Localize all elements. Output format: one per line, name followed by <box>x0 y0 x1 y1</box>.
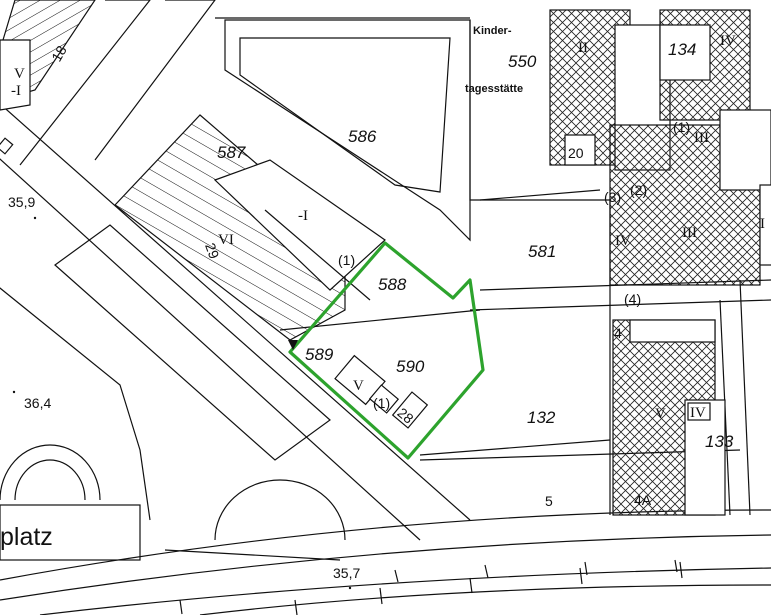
parcel-133: 133 <box>705 432 734 451</box>
building-20 <box>564 134 596 166</box>
plaza-circle-inner <box>14 459 86 501</box>
parcel-line <box>469 20 611 515</box>
house-number-20: 20 <box>568 145 584 161</box>
bottom-street <box>39 567 771 615</box>
median <box>54 224 331 461</box>
building-28-box <box>391 391 429 429</box>
parcel-587: 587 <box>217 143 246 162</box>
block-586-inner <box>239 37 451 193</box>
block-586 <box>224 19 471 242</box>
floor-iv-lower: IV <box>690 405 706 421</box>
parcel-134: 134 <box>668 40 696 59</box>
corner-box <box>0 137 14 155</box>
rail-tick <box>394 559 678 583</box>
highlight-parcel-boundary <box>288 241 485 460</box>
parcel-550: 550 <box>508 52 537 71</box>
floor-iii-a: III <box>694 130 709 146</box>
floor-iv-top: IV <box>720 33 736 49</box>
elevation-dot <box>33 216 37 220</box>
count-1-b: (1) <box>373 395 390 411</box>
building-134-inner <box>659 24 711 81</box>
parcel-line <box>419 439 611 456</box>
elevation-dot <box>348 586 352 590</box>
building-29-line <box>264 209 371 301</box>
bottom-street <box>199 584 771 615</box>
floor-ii: II <box>578 40 588 56</box>
count-3: (3) <box>604 189 621 205</box>
count-1-a: (1) <box>338 252 355 268</box>
floor-iv-mid: IV <box>615 233 631 249</box>
building-iv-box <box>687 402 711 421</box>
elevation-35-7: 35,7 <box>333 565 360 581</box>
plaza-curve <box>214 479 346 541</box>
floor-minus-i-mid: -I <box>298 208 308 224</box>
rail-tick <box>179 561 683 615</box>
street-edge <box>0 158 421 541</box>
parcel-line <box>469 299 771 311</box>
plaza-curve <box>164 549 341 561</box>
parcel-590: 590 <box>396 357 425 376</box>
marker-triangle <box>288 340 298 350</box>
label-tagesstaette: tagesstätte <box>465 83 523 95</box>
bottom-street <box>0 509 771 581</box>
parcel-line <box>479 189 601 201</box>
building-18-box <box>0 39 31 111</box>
elevation-dot <box>12 390 16 394</box>
floor-v-left: V <box>14 66 25 82</box>
floor-v-lower: V <box>655 406 666 422</box>
parcel-132: 132 <box>527 408 556 427</box>
floor-v-small: V <box>353 378 364 394</box>
floor-vi: VI <box>218 232 234 248</box>
count-2: (2) <box>630 182 647 198</box>
plaza-box <box>0 504 141 561</box>
house-number-4: 4 <box>614 325 622 341</box>
building-white <box>719 109 771 191</box>
building-1-box <box>368 384 400 414</box>
house-number-5: 5 <box>545 493 553 509</box>
house-number-18: 18 <box>48 43 70 65</box>
building-lower-inner <box>629 319 716 343</box>
parcel-581: 581 <box>528 242 556 261</box>
building-right-edge <box>759 184 771 266</box>
count-1-c: (1) <box>673 119 690 135</box>
parcel-589: 589 <box>305 345 334 364</box>
street-edge <box>0 103 471 521</box>
plaza-edge <box>0 287 151 521</box>
floor-minus-i-left: -I <box>11 83 21 99</box>
floor-iii-b: III <box>682 225 697 241</box>
parcel-line <box>739 279 751 516</box>
building-29-part <box>213 159 386 291</box>
label-kinder: Kinder- <box>473 25 512 37</box>
house-number-4a: 4A <box>634 492 652 508</box>
elevation-35-9: 35,9 <box>8 194 35 210</box>
floor-i-right: I <box>760 216 765 232</box>
street-edge <box>94 0 216 161</box>
parcel-586: 586 <box>348 127 377 146</box>
label-platz: platz <box>0 523 53 551</box>
parcel-588: 588 <box>378 275 407 294</box>
house-number-29: 29 <box>202 241 222 261</box>
street-edge <box>19 0 151 166</box>
elevation-36-4: 36,4 <box>24 395 51 411</box>
bottom-street <box>0 534 771 601</box>
count-4: (4) <box>624 291 641 307</box>
plaza-circle <box>0 444 101 501</box>
